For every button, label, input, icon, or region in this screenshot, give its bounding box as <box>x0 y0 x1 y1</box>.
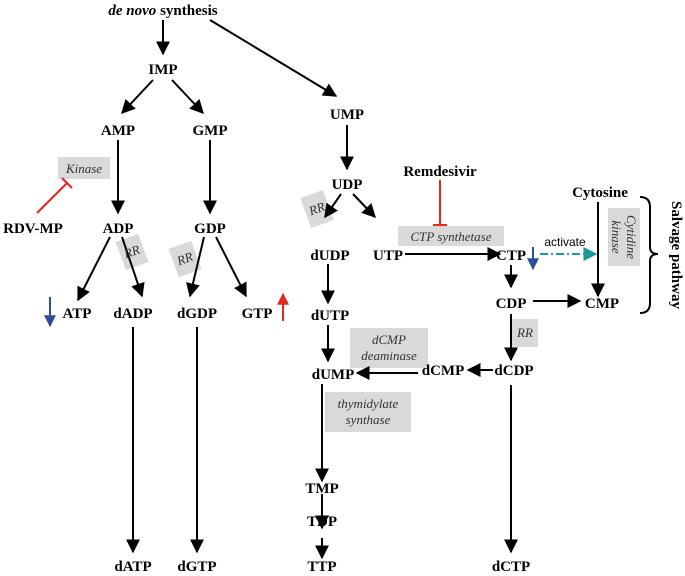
de-novo-synthesis-label: de novo synthesis <box>108 3 217 19</box>
enzyme-thymidylate-synthase-line2: synthase <box>346 412 391 427</box>
kinase-box <box>58 157 110 179</box>
enzyme-rr-cdp: RR <box>516 325 533 340</box>
node-gdp: GDP <box>194 221 226 237</box>
node-datp: dATP <box>114 559 151 575</box>
thymidylate-synthase-box <box>325 392 411 432</box>
ctp-synthetase-box <box>398 226 504 246</box>
enzyme-cytidine-kinase-line2: kinase <box>609 220 624 253</box>
enzyme-cytidine-kinase-line1: Cytidine <box>624 215 639 259</box>
enzyme-kinase: Kinase <box>65 161 102 176</box>
enzyme-thymidylate-synthase-line1: thymidylate <box>338 396 399 411</box>
node-gtp: GTP <box>242 306 273 322</box>
reaction-arrows <box>77 19 605 560</box>
node-rdv-mp: RDV-MP <box>3 221 63 237</box>
enzyme-rr-pyrimidine-u: RR <box>306 199 327 219</box>
node-cdp: CDP <box>496 296 527 312</box>
node-tmp: TMP <box>305 481 338 497</box>
enzyme-dcmp-deaminase-line2: deaminase <box>361 348 417 363</box>
node-gmp: GMP <box>193 123 228 139</box>
de-novo-rest: synthesis <box>156 3 217 19</box>
node-udp: UDP <box>332 177 363 193</box>
enzyme-ctp-synthetase: CTP synthetase <box>410 229 491 244</box>
activate-label: activate <box>544 235 586 249</box>
salvage-pathway-label: Salvage pathway <box>668 201 684 309</box>
node-cytosine: Cytosine <box>572 185 628 201</box>
node-cmp: CMP <box>585 296 619 312</box>
node-dudp: dUDP <box>310 248 349 264</box>
node-dgtp: dGTP <box>177 559 216 575</box>
node-dcdp: dCDP <box>494 363 533 379</box>
node-remdesivir: Remdesivir <box>403 164 477 180</box>
node-tdp: TDP <box>307 514 337 530</box>
node-utp: UTP <box>373 248 403 264</box>
node-ttp: TTP <box>307 559 336 575</box>
node-dctp: dCTP <box>492 559 530 575</box>
rr-box-purine-g <box>168 240 202 278</box>
de-novo-italic: de novo <box>108 3 156 19</box>
rr-box-pyrimidine-u <box>300 189 334 229</box>
enzyme-dcmp-deaminase-line1: dCMP <box>372 332 406 347</box>
node-dgdp: dGDP <box>177 306 217 322</box>
node-imp: IMP <box>148 62 177 78</box>
enzyme-cytidine-kinase: Cytidine kinase <box>609 215 639 259</box>
node-dutp: dUTP <box>311 308 349 324</box>
node-dcmp: dCMP <box>422 363 465 379</box>
cytidine-kinase-box <box>608 208 640 266</box>
enzyme-rr-purine-a: RR <box>121 242 142 262</box>
node-dadp: dADP <box>113 306 152 322</box>
node-dump: dUMP <box>312 367 355 383</box>
inhibition-lines <box>36 177 447 226</box>
node-ctp: CTP <box>496 248 526 264</box>
dcmp-deaminase-box <box>350 328 428 368</box>
node-adp: ADP <box>103 221 134 237</box>
node-amp: AMP <box>101 123 135 139</box>
rr-box-cdp <box>512 319 538 347</box>
enzyme-rr-purine-g: RR <box>174 249 195 269</box>
node-ump: UMP <box>330 107 364 123</box>
salvage-brace <box>639 196 659 314</box>
node-atp: ATP <box>63 306 92 322</box>
